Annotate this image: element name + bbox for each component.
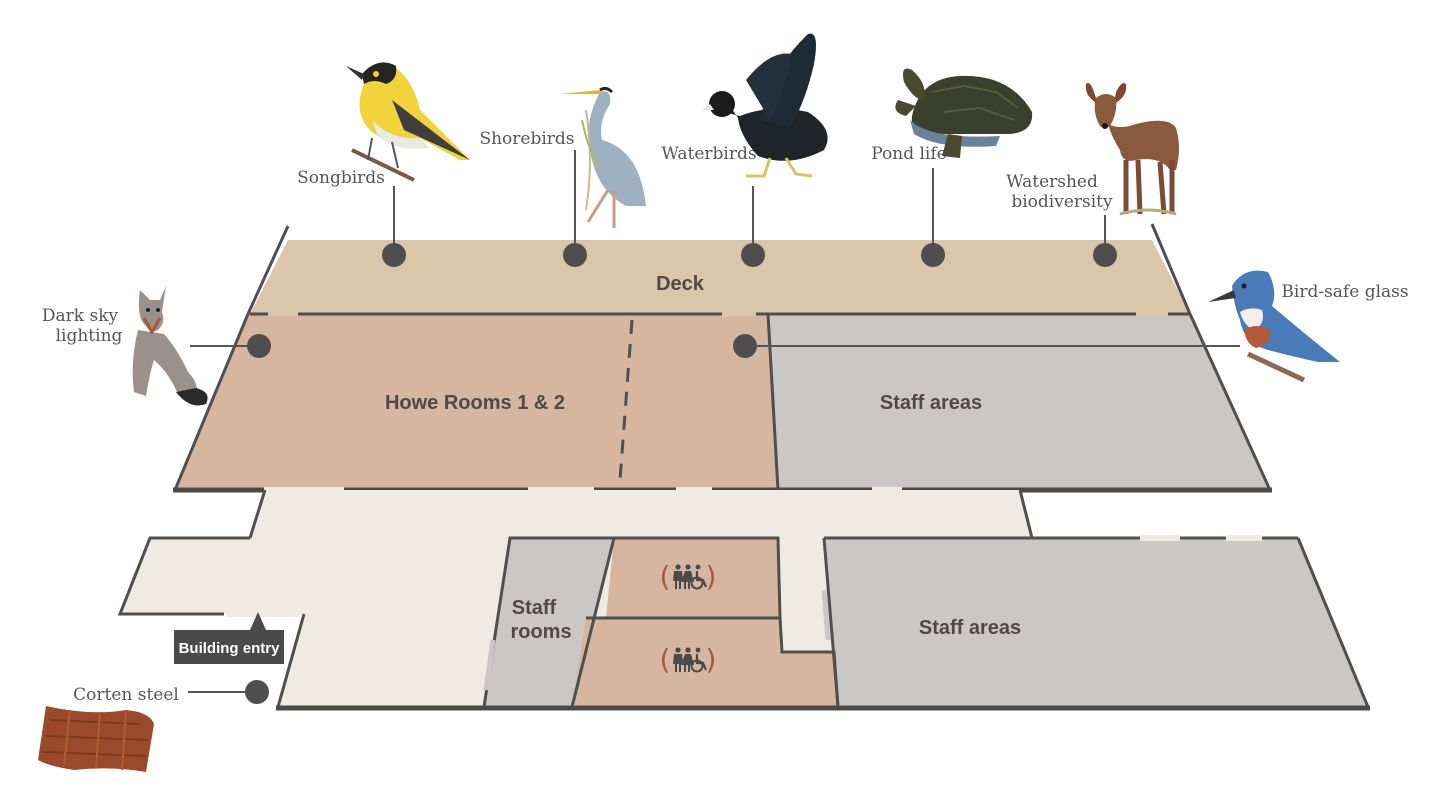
shorebirds-dot [563,243,587,267]
coot-illustration [702,33,828,178]
corten-steel-dot [245,680,269,704]
warbler-illustration [346,62,470,182]
left-upper-wall [248,489,267,539]
staff-rooms-gap [483,639,496,691]
restroom-lower-area [572,618,838,707]
dark-sky-dot [247,334,271,358]
label-waterbirds: Waterbirds [661,144,756,164]
upper-left-wall [173,225,290,491]
turtle-illustration [895,68,1033,158]
label-pond-life: Pond life [871,144,946,164]
entry-wall [276,613,306,708]
feature-callouts [188,150,1240,704]
kingfisher-illustration [1208,270,1340,383]
bird-safe-glass-dot [733,334,757,358]
building-entry-badge: Building entry [174,612,284,664]
restroom-wall [586,536,782,620]
room-label-howe-rooms: Howe Rooms 1 & 2 [385,392,565,414]
lower-floor [117,489,1370,711]
deer-illustration [1085,83,1179,216]
upper-floor [173,223,1272,493]
watershed-dot [1093,243,1117,267]
corten-steel-swatch [38,706,154,772]
wheelchair-icon [690,564,708,590]
wheelchair-icon [690,647,708,673]
lower-left-wall [117,536,250,616]
entry-badge-box [174,630,284,664]
entry-arrow [250,612,266,630]
label-watershed-line2: biodiversity [1011,192,1113,212]
staff-lower-left-wall [822,537,840,708]
room-label-deck: Deck [656,273,705,295]
label-shorebirds: Shorebirds [479,129,574,149]
heron-illustration [560,86,646,228]
room-label-staff-rooms-line1: Staff [512,597,557,619]
label-bird-safe-glass: Bird-safe glass [1281,282,1408,302]
howe-staff-divider [766,313,780,491]
label-watershed-line1: Watershed [1006,172,1098,192]
fox-illustration [132,286,208,406]
svg-text:): ) [706,643,717,676]
howe-rooms-area [175,314,778,490]
room-label-staff-areas-upper: Staff areas [880,392,982,414]
lower-right-wall [1296,537,1370,708]
label-dark-sky-line1: Dark sky [42,306,119,326]
svg-text:(: ( [660,643,671,676]
right-upper-wall [1018,489,1034,539]
room-label-staff-areas-lower: Staff areas [919,617,1021,639]
restroom-icon: ( ) [660,643,717,676]
room-label-staff-rooms-line2: rooms [510,621,571,643]
staff-lower-gap-3 [821,589,831,641]
staff-rooms-wall [482,536,616,708]
staff-areas-upper-area [768,314,1270,490]
svg-text:): ) [706,560,717,593]
label-songbirds: Songbirds [297,168,385,188]
waterbirds-dot [741,243,765,267]
deck-area [250,240,1190,314]
label-corten-steel: Corten steel [73,685,179,705]
svg-text:(: ( [660,560,671,593]
entry-label: Building entry [179,640,280,657]
staff-areas-lower-area [824,538,1368,707]
pond-life-dot [921,243,945,267]
howe-rooms-partition [618,319,634,481]
label-dark-sky-line2: lighting [56,326,123,346]
songbirds-dot [382,243,406,267]
restroom-icon: ( ) [660,560,717,593]
